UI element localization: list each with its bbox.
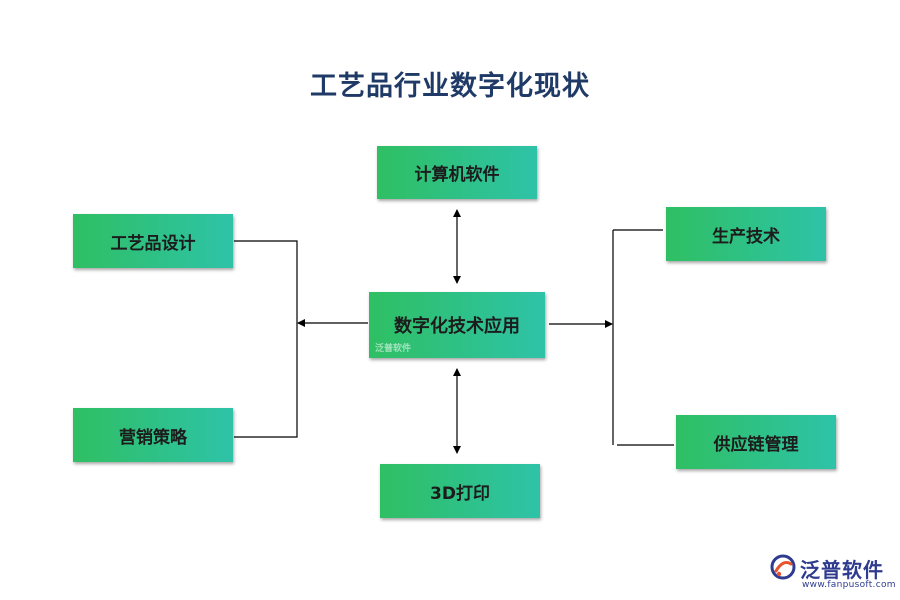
node-production-tech: 生产技术 [666,207,826,261]
node-label: 计算机软件 [414,165,500,185]
node-label: 工艺品设计 [110,233,196,254]
node-computer-software: 计算机软件 [377,146,537,199]
fanpu-logo-icon [770,554,796,580]
node-label: 营销策略 [119,427,187,448]
brand-logo: 泛普软件 www.fanpusoft.com [768,552,896,592]
node-digital-tech-application: 数字化技术应用 泛普软件 [369,292,545,358]
node-3d-printing: 3D打印 [380,464,540,518]
node-craft-design: 工艺品设计 [73,214,233,268]
brand-name: 泛普软件 [800,558,884,582]
node-supply-chain: 供应链管理 [676,415,836,469]
node-label: 供应链管理 [713,434,799,455]
bracket-left [234,240,298,438]
node-marketing-strategy: 营销策略 [73,408,233,462]
node-label: 生产技术 [712,226,780,247]
node-label: 3D打印 [430,483,490,504]
diagram-title: 工艺品行业数字化现状 [310,71,590,102]
node-label: 数字化技术应用 [394,316,520,337]
brand-url: www.fanpusoft.com [802,580,896,590]
watermark: 泛普软件 [375,344,412,354]
